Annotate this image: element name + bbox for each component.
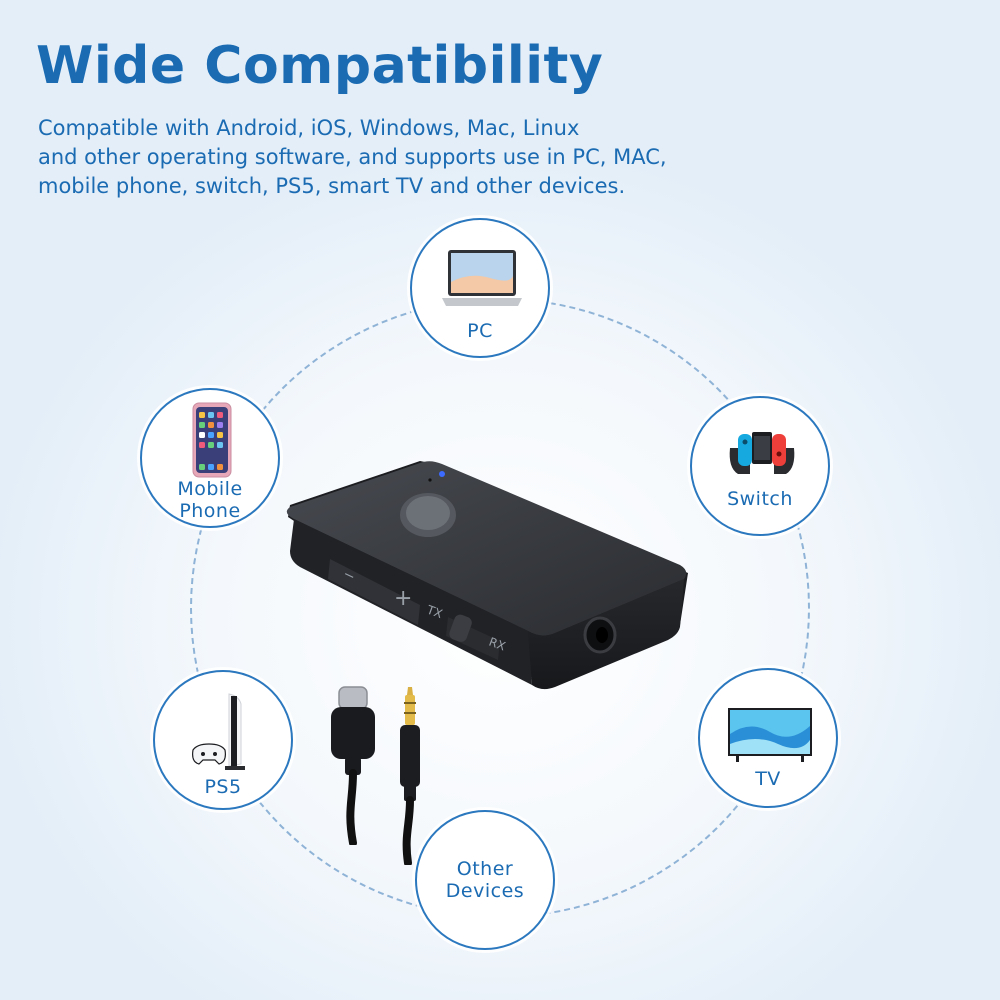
laptop-icon: [440, 248, 524, 314]
device-label-switch: Switch: [727, 488, 793, 510]
device-bubble-other: Other Devices: [415, 810, 555, 950]
device-label-mobile-line-2: Phone: [179, 500, 241, 522]
device-label-mobile-phone: Mobile Phone: [142, 478, 278, 522]
aux-cable-icon: [390, 685, 430, 865]
page-description: Compatible with Android, iOS, Windows, M…: [38, 114, 858, 201]
description-line-3: mobile phone, switch, PS5, smart TV and …: [38, 174, 626, 198]
rx-mark: RX: [487, 635, 507, 654]
device-bubble-pc: PC: [410, 218, 550, 358]
plus-mark: +: [394, 586, 412, 611]
game-console-icon: [726, 428, 798, 478]
device-label-ps5: PS5: [204, 776, 242, 798]
page-title: Wide Compatibility: [36, 36, 604, 96]
ps5-console-icon: [189, 692, 261, 772]
device-label-mobile-line-1: Mobile: [177, 478, 243, 500]
usb-c-cable-icon: [325, 685, 385, 845]
device-label-other: Other Devices: [417, 858, 553, 902]
description-line-2: and other operating software, and suppor…: [38, 145, 667, 169]
device-bubble-tv: TV: [698, 668, 838, 808]
smartphone-icon: [192, 402, 232, 478]
device-label-tv: TV: [755, 768, 781, 790]
bluetooth-adapter-image: − + TX RX: [270, 455, 695, 690]
device-label-pc: PC: [467, 320, 493, 342]
device-bubble-mobile-phone: Mobile Phone: [140, 388, 280, 528]
tv-icon: [726, 706, 814, 764]
device-bubble-ps5: PS5: [153, 670, 293, 810]
device-label-other-line-1: Other: [456, 858, 514, 880]
description-line-1: Compatible with Android, iOS, Windows, M…: [38, 116, 580, 140]
device-label-other-line-2: Devices: [445, 880, 525, 902]
tx-mark: TX: [424, 602, 444, 621]
device-bubble-switch: Switch: [690, 396, 830, 536]
